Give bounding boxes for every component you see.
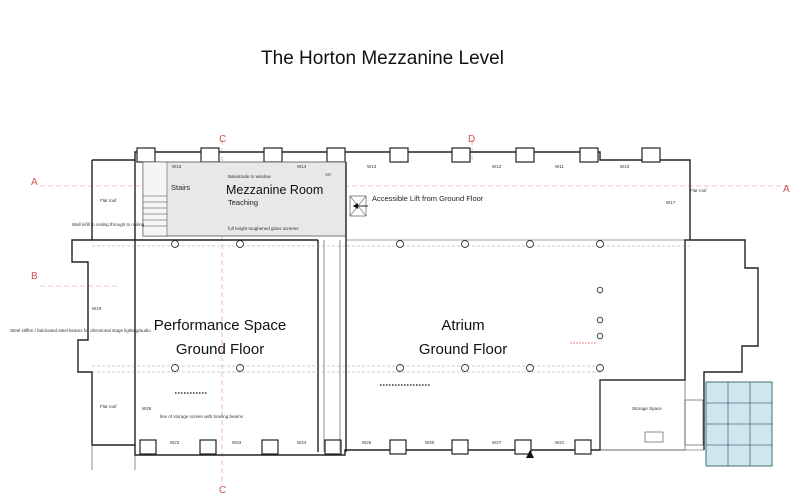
glass-screen-note: full height toughened glass screens <box>228 226 299 231</box>
window-tag: W22 <box>170 440 180 445</box>
top-window-piers <box>136 147 661 163</box>
interior-walls <box>92 162 704 452</box>
window-tag: W12 <box>492 164 502 169</box>
flat-roof-bottom-note: Flat roof <box>100 404 117 409</box>
bottom-window-piers <box>139 439 592 455</box>
atrium-ground-floor-label: Ground Floor <box>419 341 507 358</box>
teaching-label: Teaching <box>228 198 258 207</box>
grid-label-b-left: B <box>31 271 38 282</box>
grid-label-c-top: C <box>219 134 226 145</box>
wall-infill-note: Wall infill to ceiling through to ceilin… <box>72 222 145 227</box>
window-tag: W19 <box>92 306 102 311</box>
dimension-strips <box>175 342 596 458</box>
flat-roof-right-note: Flat roof <box>690 188 707 193</box>
stair-treads <box>143 195 167 227</box>
performance-ground-floor-label: Ground Floor <box>176 341 264 358</box>
window-tag: W21 <box>555 440 565 445</box>
window-tag: W25 <box>362 440 372 445</box>
storage-label: Storage Space <box>632 406 662 411</box>
performance-space-label: Performance Space <box>154 317 287 334</box>
window-tag: W27 <box>492 440 502 445</box>
atrium-label: Atrium <box>441 317 484 334</box>
columns <box>171 240 604 372</box>
drawing-title: The Horton Mezzanine Level <box>261 48 504 69</box>
window-tag: W13 <box>367 164 377 169</box>
lift-arrowhead <box>353 203 358 209</box>
window-tag: W10 <box>620 164 630 169</box>
art-note: Art <box>325 172 332 177</box>
stair-core <box>142 161 168 237</box>
window-tag: W11 <box>555 164 564 169</box>
window-tag: W20 <box>425 440 435 445</box>
window-tag: W24 <box>297 440 307 445</box>
balustrade-note: Balustrade to window <box>228 174 272 179</box>
lift-label: Accessible Lift from Ground Floor <box>372 194 484 203</box>
flat-roof-left-note: Flat roof <box>100 198 117 203</box>
window-tag: W17 <box>666 200 676 205</box>
mezzanine-room-label: Mezzanine Room <box>226 183 323 197</box>
grid-label-a-right: A <box>783 184 790 195</box>
roof-lantern <box>705 381 773 467</box>
window-tag: W23 <box>232 440 242 445</box>
grid-label-d-top: D <box>468 134 475 145</box>
window-tag: W14 <box>297 164 307 169</box>
grid-label-c-bottom: C <box>219 485 226 496</box>
grid-label-a-left: A <box>31 177 38 188</box>
lighting-note: Steel stiffen / fabricated steel beams f… <box>10 328 151 333</box>
window-tag: W15 <box>172 164 182 169</box>
stairs-label: Stairs <box>171 183 190 192</box>
window-tag: W26 <box>142 406 152 411</box>
storage-screen-note: line of storage screen with bracing beam… <box>160 414 244 419</box>
